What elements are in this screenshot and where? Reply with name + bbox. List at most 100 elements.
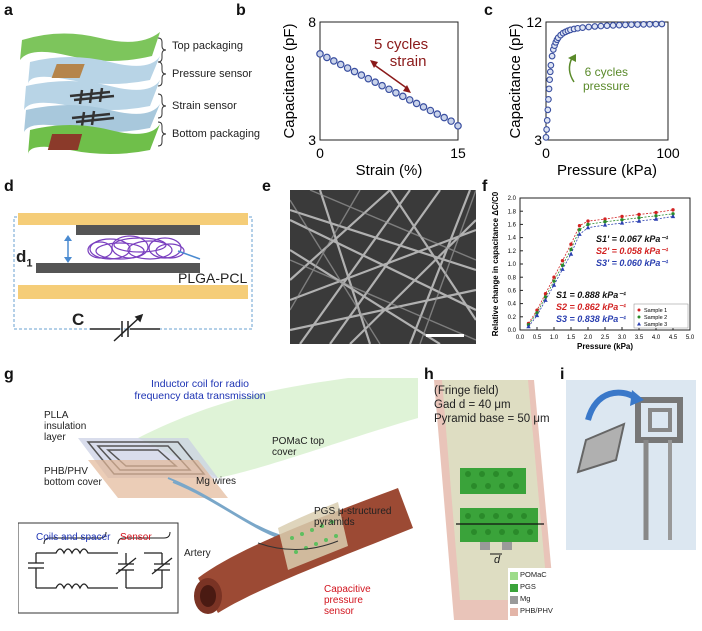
panel-h-letter: h: [424, 366, 434, 383]
x-tick-label: 2.0: [584, 335, 593, 341]
data-point: [637, 216, 641, 220]
y-tick-label: 12: [526, 14, 542, 30]
legend-marker: [637, 322, 641, 326]
data-point: [636, 218, 642, 223]
data-point: [597, 22, 605, 30]
y-tick-label: 1.0: [508, 262, 517, 268]
data-point: [634, 21, 641, 28]
legend-h-phb: PHB/PHV: [520, 606, 553, 615]
capacitive-sensor: [278, 502, 348, 570]
y-tick-label: 1.2: [508, 249, 517, 255]
data-point: [454, 122, 462, 130]
legend-h-pgs: PGS: [520, 582, 536, 591]
x-tick-label: 2.5: [601, 335, 610, 341]
y-axis-label: Capacitance (pF): [507, 23, 524, 138]
sensitivity-annotation: S3' = 0.060 kPa⁻¹: [596, 258, 668, 268]
data-point: [543, 295, 548, 299]
coil-title: Inductor coil for radio frequency data t…: [134, 378, 266, 402]
y-tick-label: 3: [308, 132, 316, 148]
data-point: [364, 74, 373, 83]
layer-strain-sensor-2: [24, 104, 160, 132]
label-bottom-packaging: Bottom packaging: [172, 128, 261, 140]
material-pointer: [177, 250, 201, 260]
panel-h-line1: (Fringe field): [434, 385, 499, 397]
coils-spacer-label: Coils and spacer: [36, 532, 111, 543]
data-point: [619, 220, 625, 225]
legend-marker: [637, 308, 641, 312]
x-tick-label: 3.5: [635, 335, 644, 341]
data-point: [569, 247, 573, 252]
data-point: [552, 279, 556, 283]
plla-label: PLLA insulation layer: [44, 410, 87, 443]
data-point: [545, 85, 553, 93]
data-point: [546, 68, 554, 76]
data-point: [543, 126, 550, 133]
panel-e-letter: e: [262, 178, 271, 195]
data-point: [620, 214, 624, 219]
data-point: [585, 225, 591, 230]
inductor-coil: [78, 438, 228, 498]
cap-label: Capacitive pressure sensor: [324, 584, 371, 617]
data-point: [569, 242, 573, 246]
data-point: [628, 21, 635, 28]
panel-h-line3: Pyramid base = 50 μm: [434, 413, 550, 425]
pgs-label: PGS μ-structured pyramids: [314, 506, 392, 528]
data-point: [433, 110, 442, 118]
data-point: [419, 103, 428, 111]
data-point: [602, 222, 608, 227]
chart-c-annotation-line1: 6 cycles: [584, 65, 629, 79]
data-point: [546, 76, 554, 84]
gap-label-d: d: [16, 247, 27, 266]
panel-c-letter: c: [484, 2, 493, 19]
chart-c-annotation: 6 cycles pressure: [583, 65, 630, 93]
panel-h-line2: Gad d = 40 μm: [434, 399, 511, 411]
data-point: [343, 64, 352, 72]
y-tick-label: 0.2: [508, 315, 517, 321]
data-point: [543, 292, 548, 296]
data-point: [603, 22, 611, 30]
annotation-arrow: [568, 57, 575, 83]
data-point: [440, 113, 449, 122]
panel-d-schematic: [13, 213, 253, 342]
y-tick-label: 0.4: [508, 302, 517, 308]
scale-bar: [426, 334, 464, 337]
data-point: [412, 99, 421, 108]
gap-label-sub: 1: [26, 257, 33, 270]
data-point: [577, 227, 582, 232]
data-point: [654, 210, 658, 215]
sem-fibers: [290, 190, 476, 344]
data-point: [637, 212, 641, 217]
sensitivity-annotation: S2' = 0.058 kPa⁻¹: [596, 246, 668, 256]
legend-label: Sample 2: [644, 315, 667, 321]
pgs-block-bottom: [460, 508, 538, 542]
pgs-block-top: [460, 468, 526, 494]
data-point: [579, 24, 586, 31]
data-point: [652, 20, 660, 28]
data-point: [336, 60, 345, 69]
legend-label: Sample 1: [644, 308, 667, 314]
x-tick-label: 1.0: [550, 335, 559, 341]
layer-pressure-sensor: [28, 56, 160, 84]
y-axis-label: Capacitance (pF): [281, 23, 298, 138]
y-tick-label: 0.0: [508, 328, 517, 334]
data-point: [535, 311, 539, 315]
layer-bottom-packaging: [28, 124, 160, 154]
data-point: [585, 23, 593, 31]
legend-marker: [637, 315, 641, 319]
data-point: [316, 50, 324, 58]
data-point: [586, 219, 590, 223]
x-tick-label: 15: [450, 145, 466, 161]
chart-b-annotation-line1: 5 cycles: [374, 36, 429, 53]
data-point: [323, 53, 331, 62]
data-point: [447, 117, 455, 125]
arrowhead: [403, 85, 411, 93]
legend-label: Sample 3: [644, 322, 667, 328]
data-point: [658, 20, 666, 28]
data-point: [534, 313, 540, 318]
data-point: [543, 116, 551, 124]
data-point: [560, 266, 565, 271]
panel-h-d: d: [494, 554, 501, 566]
